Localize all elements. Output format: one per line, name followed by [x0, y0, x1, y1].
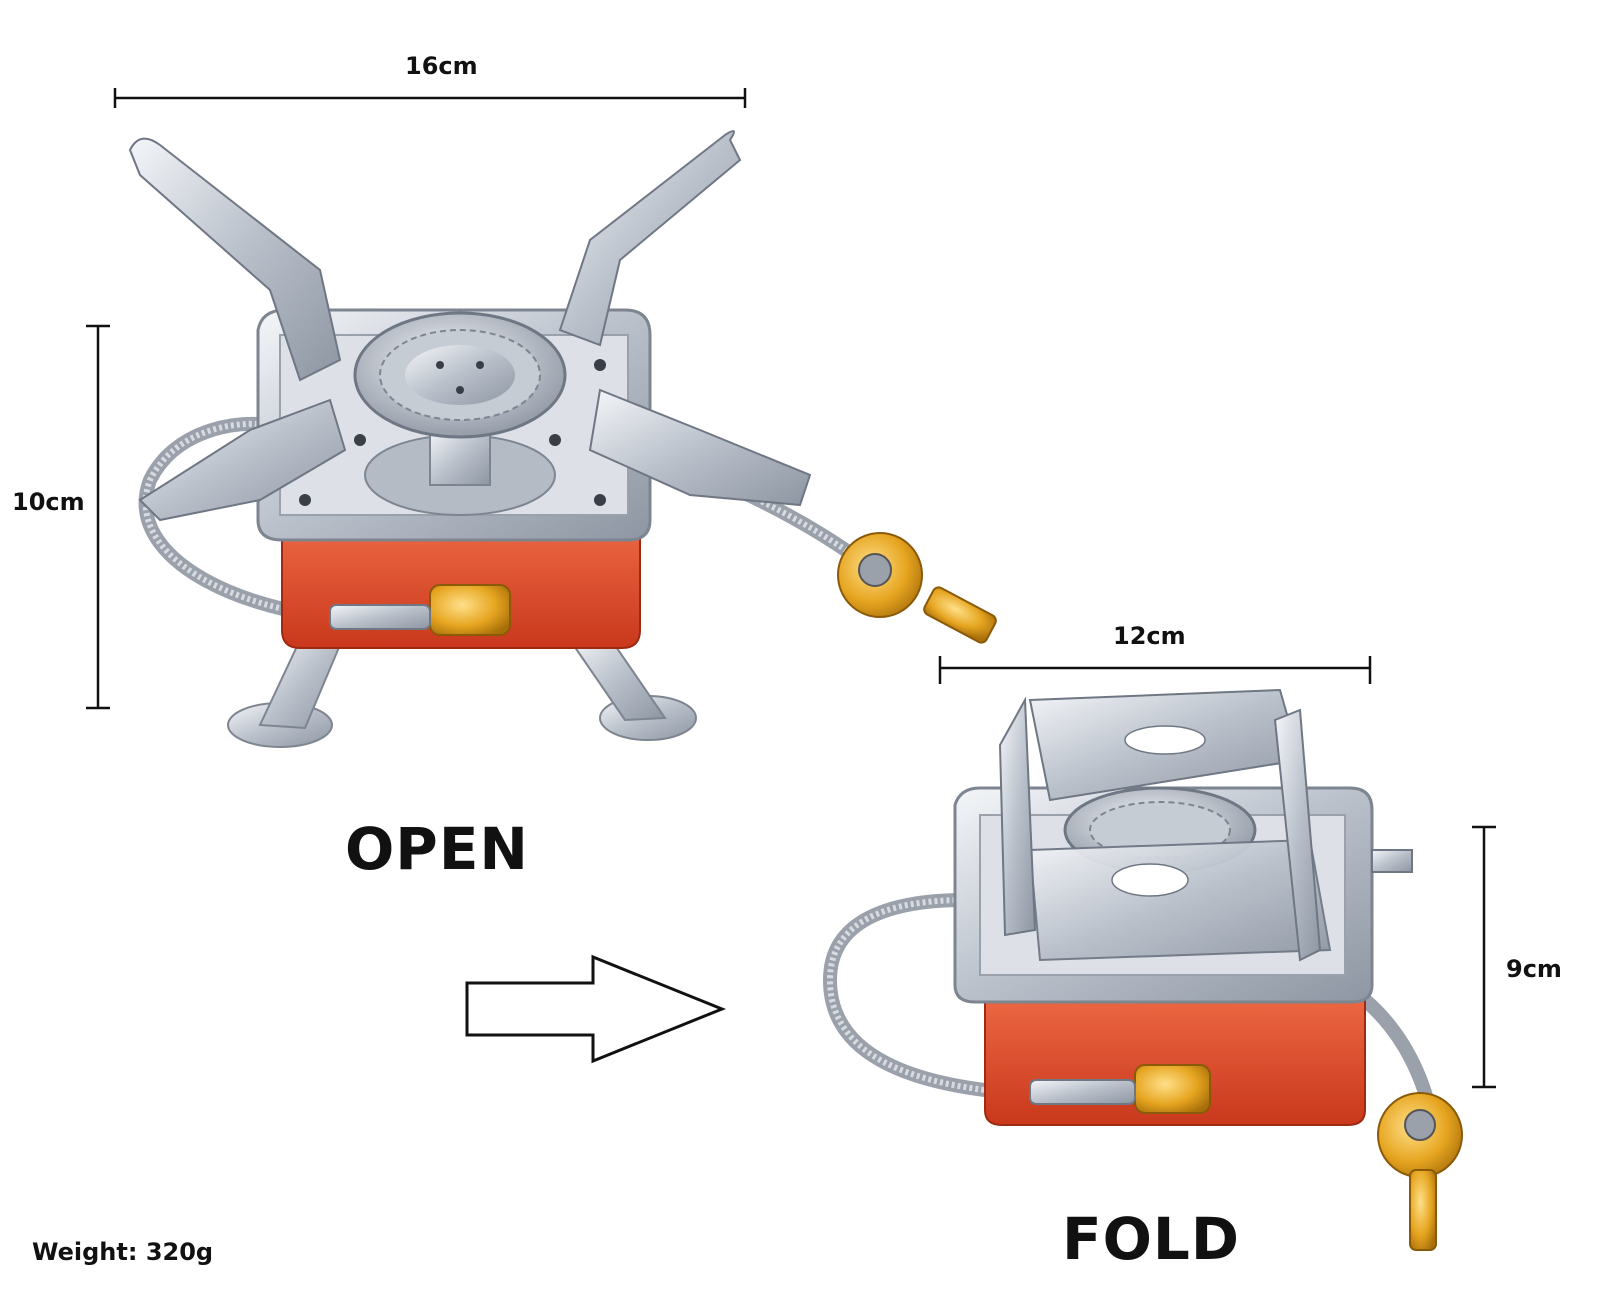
open-height-label: 10cm — [12, 488, 85, 516]
open-state-label: OPEN — [345, 815, 529, 883]
open-stove — [128, 130, 997, 748]
fold-height-label: 9cm — [1506, 955, 1562, 983]
fold-width-label: 12cm — [1113, 622, 1186, 650]
fold-height-dimension-line — [1472, 825, 1496, 1089]
fold-state-label: FOLD — [1062, 1205, 1241, 1273]
folded-stove — [822, 688, 1463, 1251]
open-width-dimension-line — [113, 88, 747, 108]
weight-label: Weight: 320g — [32, 1238, 214, 1266]
open-width-label: 16cm — [405, 52, 478, 80]
transition-arrow — [465, 954, 727, 1064]
fold-width-dimension-line — [938, 656, 1372, 684]
open-height-dimension-line — [86, 324, 110, 710]
